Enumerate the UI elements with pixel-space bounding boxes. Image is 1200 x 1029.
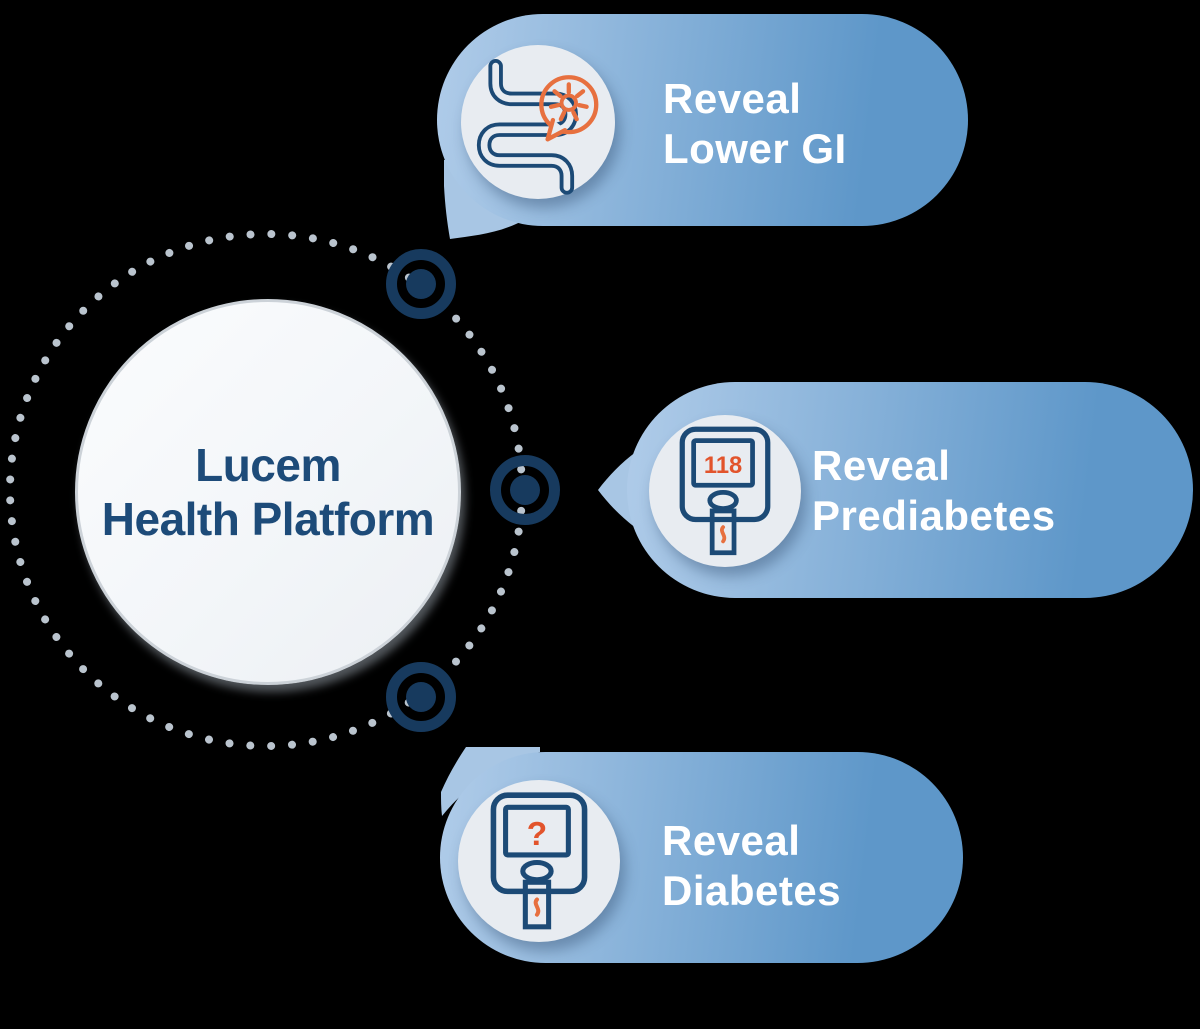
meter-reading: 118: [704, 452, 742, 479]
bubble-title: Reveal Diabetes: [662, 816, 841, 916]
bubble-title-line1: Reveal: [812, 442, 951, 489]
bubble-title: Reveal Prediabetes: [812, 441, 1056, 541]
bubble-title-line1: Reveal: [663, 75, 802, 122]
intestines-with-virus-icon: [461, 45, 615, 199]
hub-title: Lucem Health Platform: [101, 438, 435, 546]
connector-node-bottom: [386, 662, 456, 732]
hub-circle: Lucem Health Platform: [75, 299, 461, 685]
bubble-tail-bottom: [441, 747, 540, 816]
bubble-reveal-diabetes: ? Reveal Diabetes: [440, 752, 963, 963]
hub-title-line2: Health Platform: [101, 493, 435, 545]
bubble-title-line2: Diabetes: [662, 867, 842, 914]
bubble-title-line2: Prediabetes: [812, 492, 1056, 539]
connector-node-middle: [490, 455, 560, 525]
bubble-reveal-lower-gi: Reveal Lower GI: [437, 14, 968, 226]
glucose-meter-question-icon: ?: [458, 780, 620, 942]
bubble-reveal-prediabetes: 118 Reveal Prediabetes: [627, 382, 1193, 598]
connector-node-top: [386, 249, 456, 319]
bubble-title-line1: Reveal: [662, 817, 801, 864]
meter-reading: ?: [527, 816, 547, 853]
bubble-title: Reveal Lower GI: [663, 74, 847, 174]
hub-title-line1: Lucem: [195, 439, 341, 491]
bubble-title-line2: Lower GI: [663, 125, 847, 172]
glucose-meter-118-icon: 118: [649, 415, 801, 567]
